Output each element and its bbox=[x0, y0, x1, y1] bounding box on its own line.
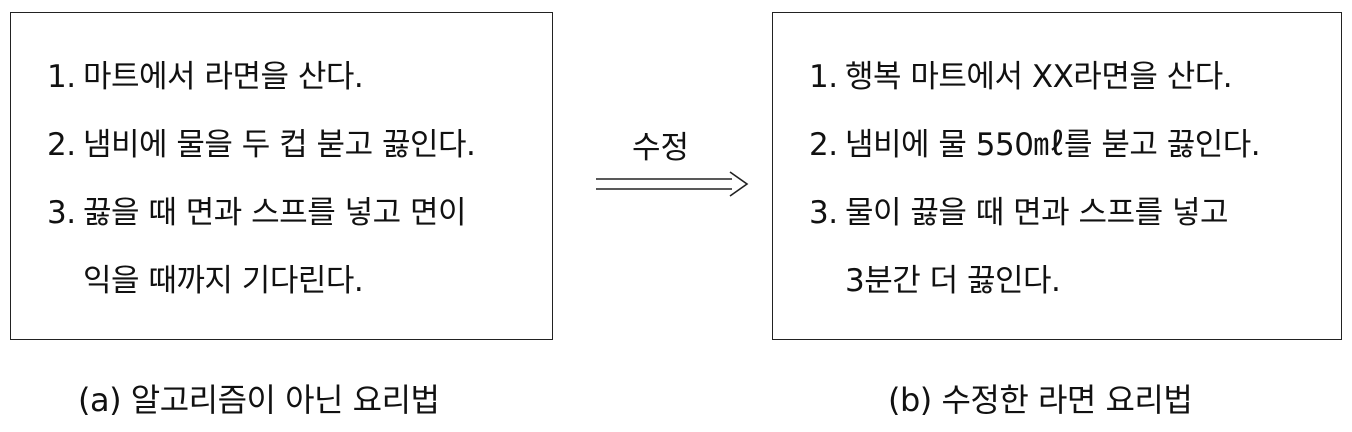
modify-label: 수정 bbox=[632, 130, 690, 166]
recipe-b-step-1: 1.행복 마트에서 XX라면을 산다. bbox=[809, 57, 1233, 97]
step-text: 냄비에 물 550㎖를 붇고 끓인다. bbox=[845, 127, 1261, 163]
step-text: 물이 끓을 때 면과 스프를 넣고 bbox=[845, 195, 1229, 231]
recipe-a-step-3-cont: 익을 때까지 기다린다. bbox=[47, 261, 364, 301]
step-number: 1. bbox=[809, 59, 838, 95]
recipe-a-step-3: 3.끓을 때 면과 스프를 넣고 면이 bbox=[47, 193, 467, 233]
recipe-a-step-1: 1.마트에서 라면을 산다. bbox=[47, 57, 364, 97]
caption-b: (b) 수정한 라면 요리법 bbox=[888, 381, 1193, 419]
recipe-a-step-2: 2.냄비에 물을 두 컵 붇고 끓인다. bbox=[47, 125, 476, 165]
step-number: 1. bbox=[47, 59, 76, 95]
step-text: 끓을 때 면과 스프를 넣고 면이 bbox=[83, 195, 467, 231]
step-number: 2. bbox=[47, 127, 76, 163]
step-text: 3분간 더 끓인다. bbox=[845, 263, 1061, 299]
step-number: 3. bbox=[809, 195, 838, 231]
recipe-a-box: 1.마트에서 라면을 산다. 2.냄비에 물을 두 컵 붇고 끓인다. 3.끓을… bbox=[10, 12, 553, 340]
step-number: 2. bbox=[809, 127, 838, 163]
double-arrow-icon bbox=[596, 171, 749, 197]
step-number: 3. bbox=[47, 195, 76, 231]
step-text: 행복 마트에서 XX라면을 산다. bbox=[845, 59, 1233, 95]
recipe-b-step-3-cont: 3분간 더 끓인다. bbox=[809, 261, 1061, 301]
recipe-b-step-2: 2.냄비에 물 550㎖를 붇고 끓인다. bbox=[809, 125, 1261, 165]
step-text: 냄비에 물을 두 컵 붇고 끓인다. bbox=[83, 127, 476, 163]
caption-a: (a) 알고리즘이 아닌 요리법 bbox=[78, 381, 440, 419]
recipe-b-step-3: 3.물이 끓을 때 면과 스프를 넣고 bbox=[809, 193, 1229, 233]
step-text: 마트에서 라면을 산다. bbox=[83, 59, 364, 95]
step-text: 익을 때까지 기다린다. bbox=[83, 263, 364, 299]
recipe-b-box: 1.행복 마트에서 XX라면을 산다. 2.냄비에 물 550㎖를 붇고 끓인다… bbox=[772, 12, 1342, 340]
